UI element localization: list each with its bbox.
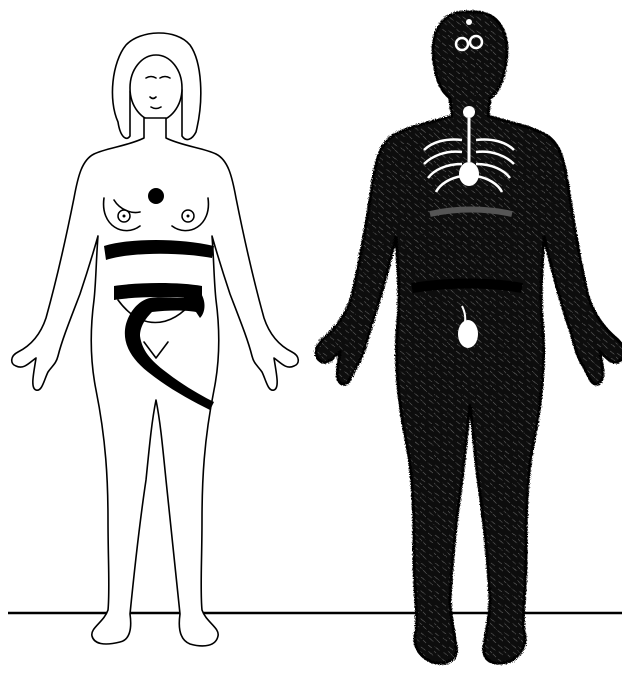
face <box>130 55 182 121</box>
sternum-dot <box>148 188 164 204</box>
waist-band <box>412 284 522 289</box>
heart-point <box>459 162 479 186</box>
female-figure <box>12 33 299 646</box>
pelvis-point <box>458 320 478 348</box>
throat-point <box>463 106 475 118</box>
